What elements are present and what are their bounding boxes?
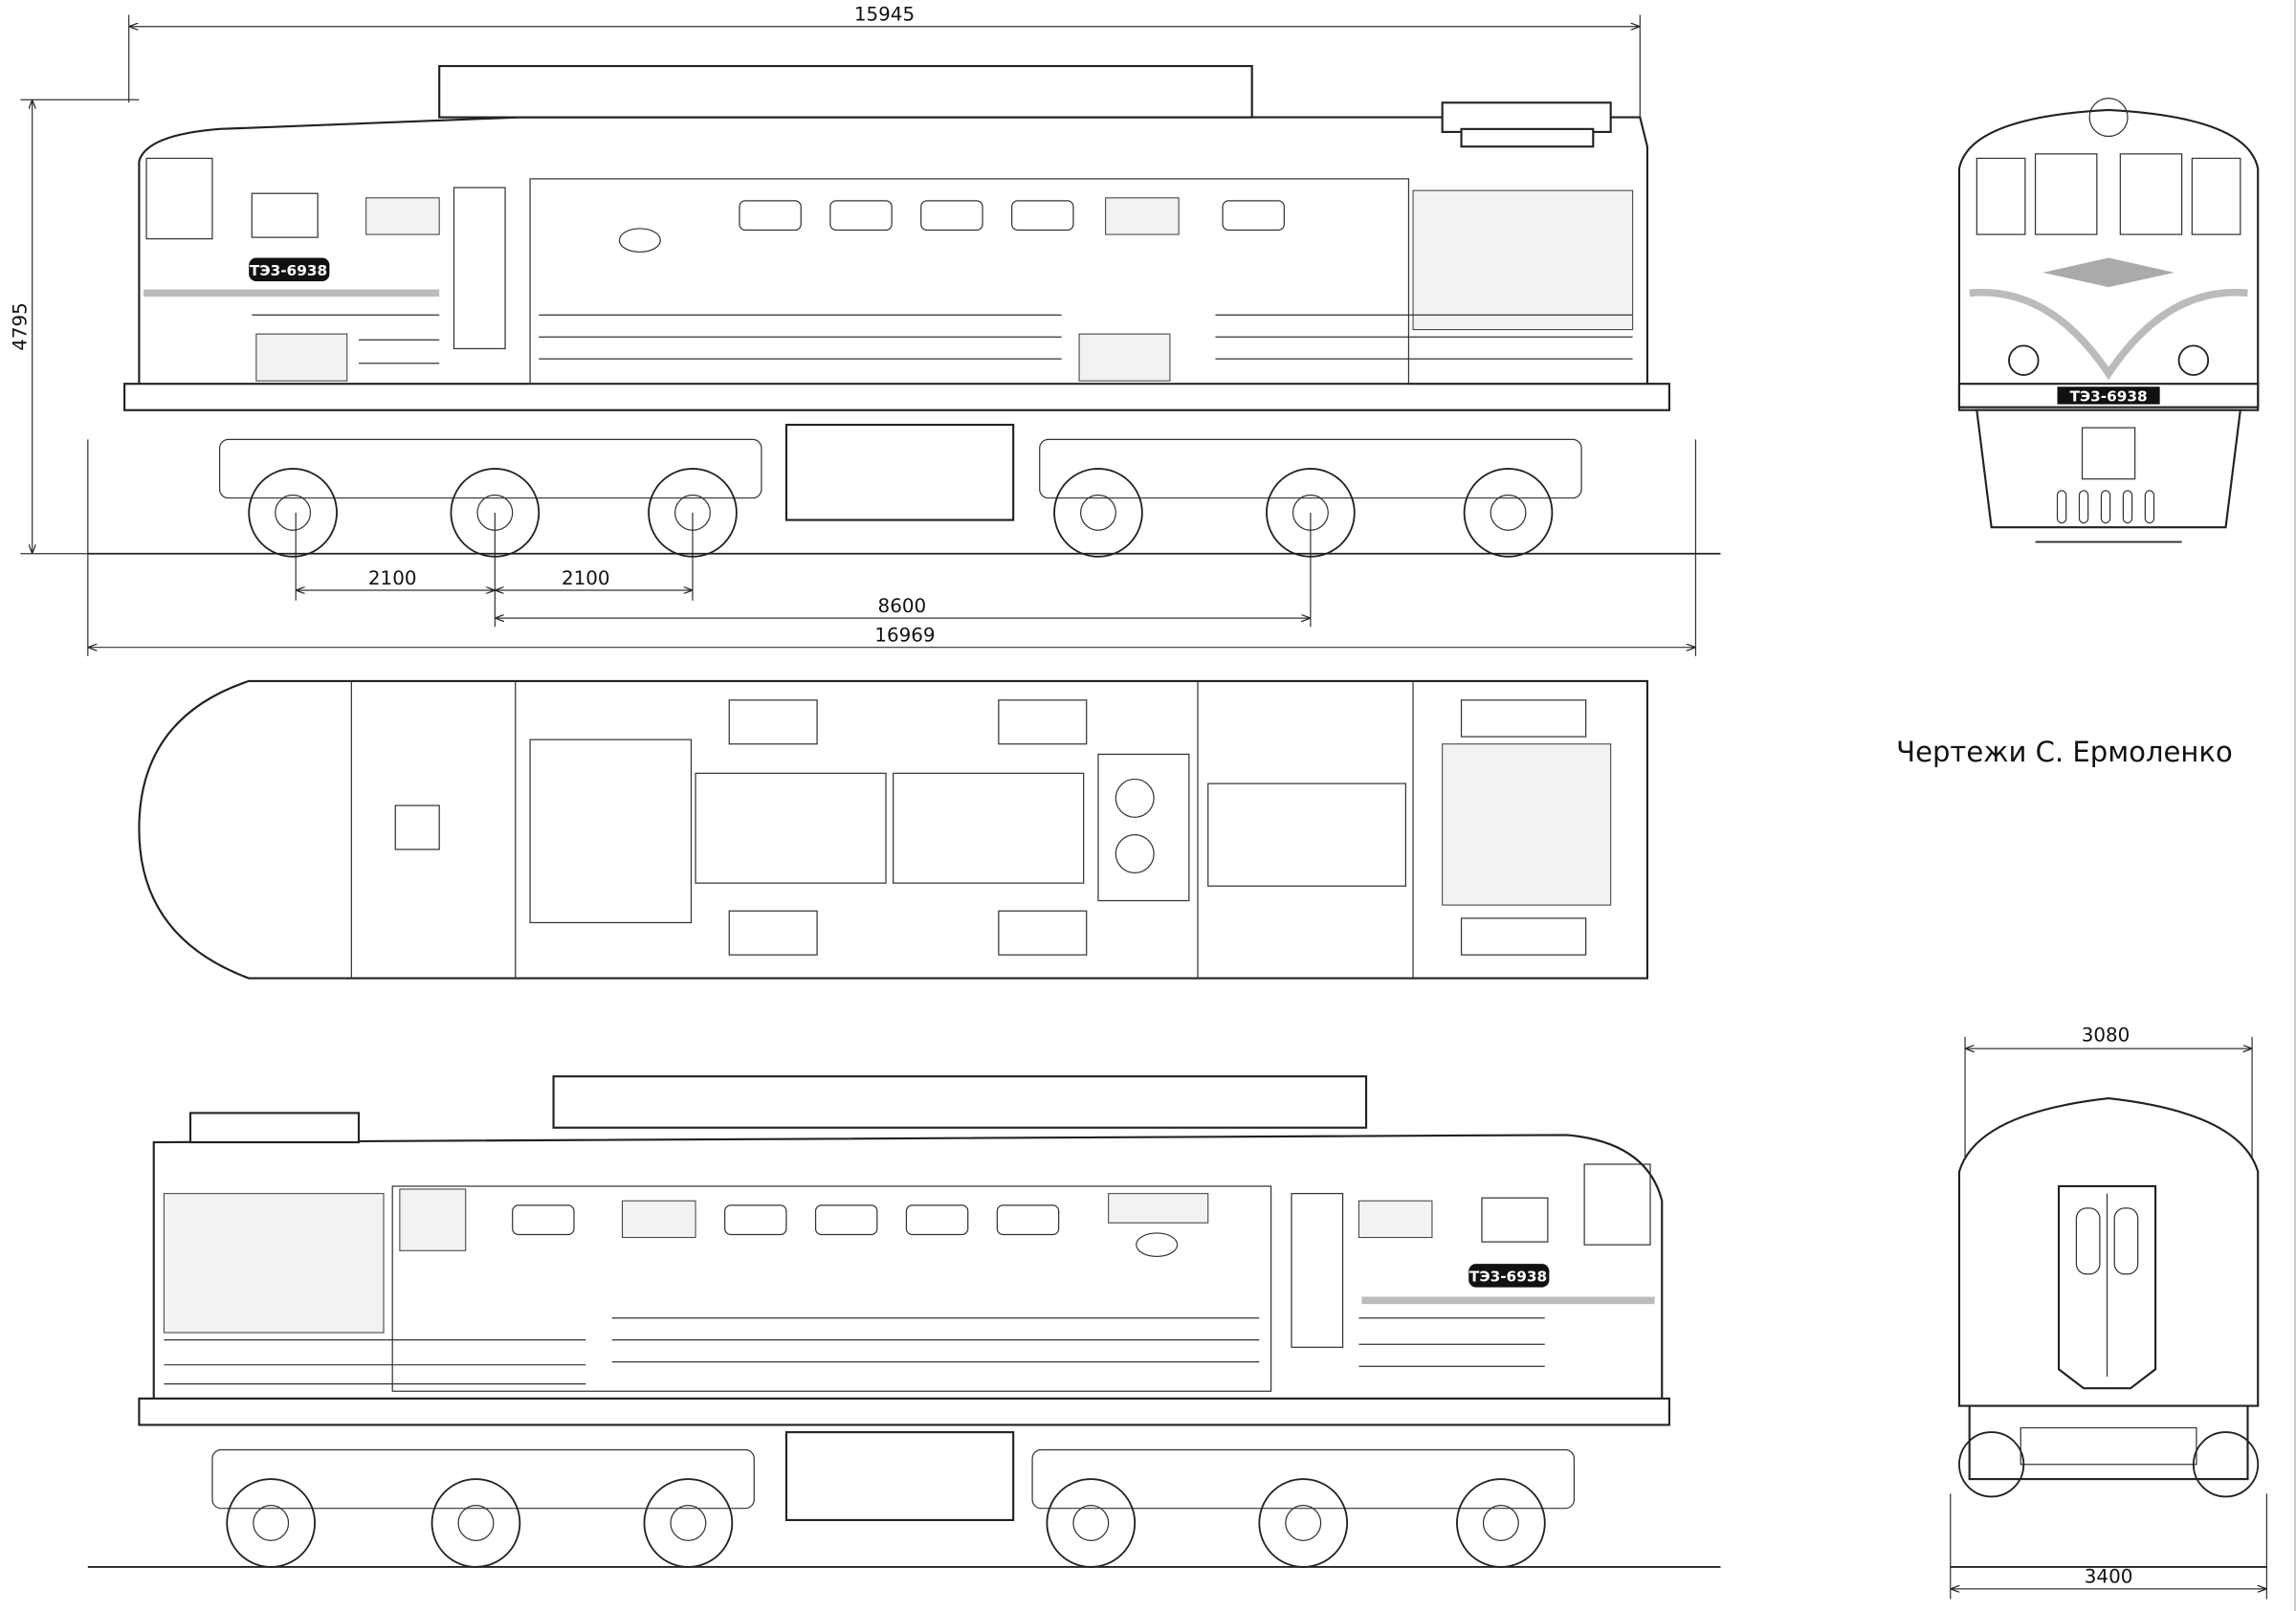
number-plate-2: ТЭ3-6938 (1469, 1268, 1547, 1285)
number-plate-front: ТЭ3-6938 (2069, 388, 2147, 406)
dim-length-couplers: 16969 (874, 625, 935, 647)
dim-bogie-centers: 8600 (878, 595, 927, 617)
author-credit: Чертежи С. Ермоленко (1896, 736, 2233, 768)
number-plate: ТЭ3-6938 (250, 262, 327, 279)
bogie-rear (1039, 438, 1582, 558)
side-view-left: ТЭ3-6938 (87, 64, 1721, 558)
rear-view (1950, 1097, 2267, 1568)
dim-bogie-width: 3400 (2085, 1566, 2133, 1588)
dim-overall-length: 15945 (854, 4, 915, 26)
dim-axle-1: 2100 (368, 567, 417, 589)
dim-height: 4795 (10, 302, 32, 351)
front-view: ТЭ3-6938 (1957, 98, 2260, 543)
side-view-right: ТЭ3-6938 (87, 1075, 1721, 1568)
dim-body-width: 3080 (2082, 1024, 2130, 1046)
bogie-front-2 (1031, 1448, 1576, 1568)
bogie-rear-2 (211, 1448, 755, 1568)
dim-axle-2: 2100 (562, 567, 610, 589)
bogie-front (218, 438, 762, 558)
top-view (138, 679, 1649, 980)
